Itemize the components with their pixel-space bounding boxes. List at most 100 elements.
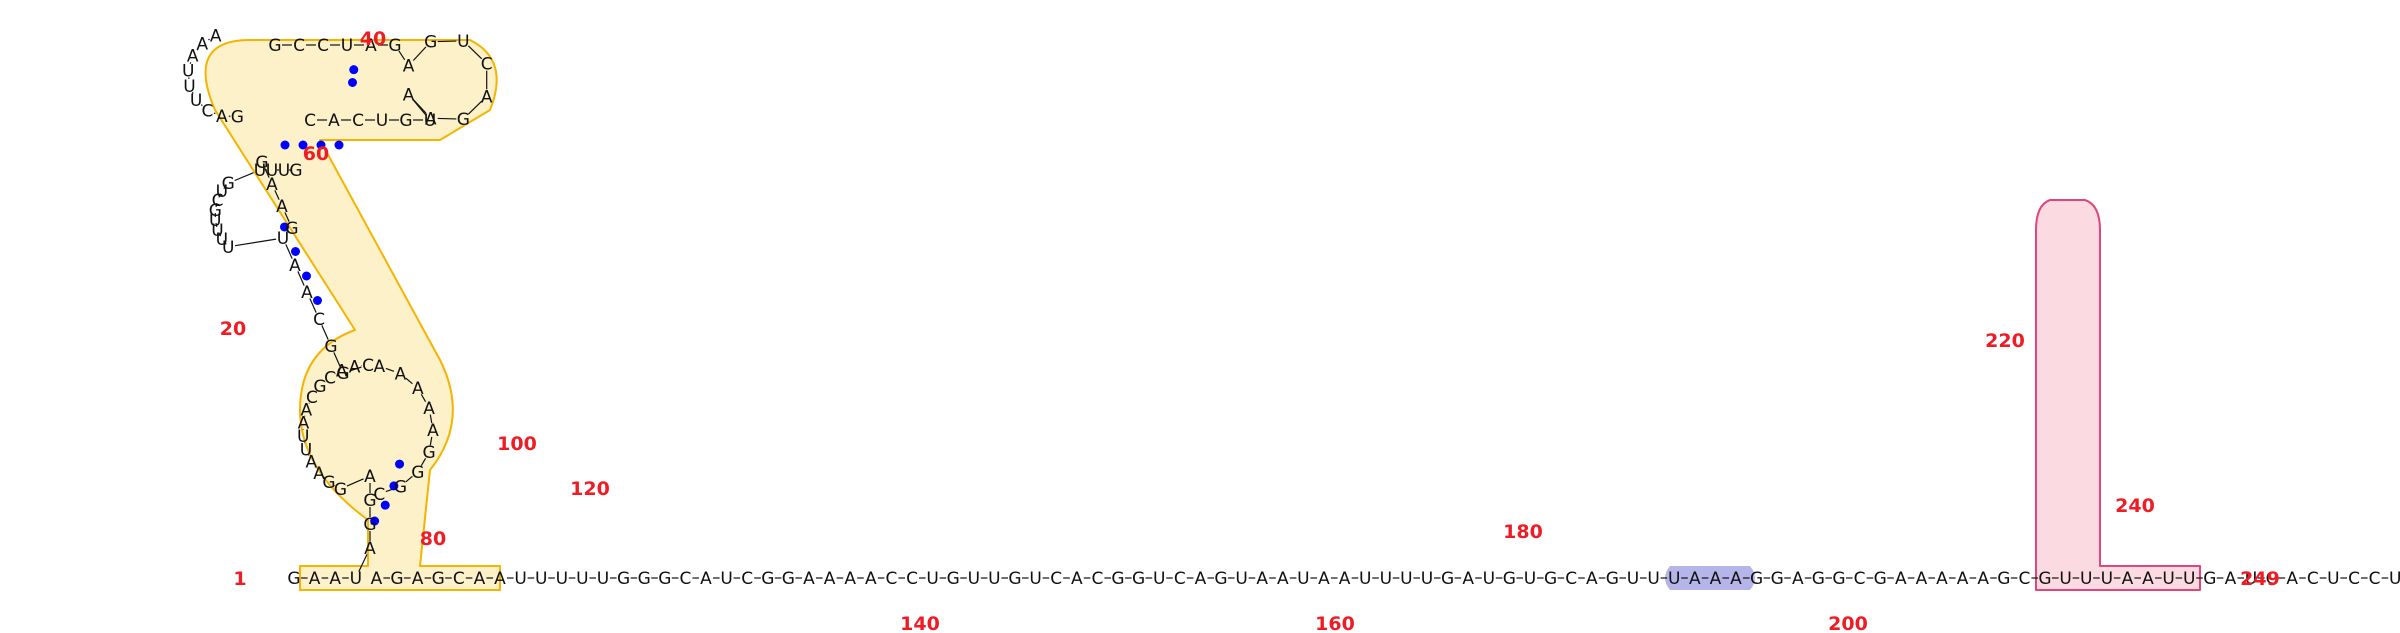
- nucleotide-173: A: [2225, 569, 2237, 589]
- domain-2-highlight: [2035, 199, 2201, 591]
- backbone-link: [429, 436, 433, 446]
- nucleotide-167: U: [2101, 569, 2113, 589]
- nucleotide-181: U: [2389, 569, 2400, 589]
- nucleotide-136: A: [1462, 569, 1474, 589]
- nucleotide-96: G: [638, 569, 651, 589]
- base-pair-dot: [280, 222, 289, 232]
- nucleotide-46: U: [182, 61, 194, 81]
- nucleotide-40: G: [289, 161, 302, 181]
- backbone-link: [309, 298, 317, 313]
- nucleotide-101: C: [741, 569, 753, 589]
- nucleotide-55: G: [388, 36, 401, 56]
- nucleotide-36: G: [222, 174, 235, 194]
- nucleotide-178: U: [2327, 569, 2339, 589]
- nucleotide-126: A: [1256, 569, 1268, 589]
- backbone-link: [191, 91, 194, 94]
- nucleotide-120: G: [1132, 569, 1145, 589]
- nucleotide-28: U: [277, 229, 289, 249]
- nucleotide-60: A: [481, 87, 493, 107]
- nucleotide-165: U: [2059, 569, 2071, 589]
- nucleotide-131: U: [1359, 569, 1371, 589]
- nucleotide-51: C: [293, 36, 305, 56]
- nucleotide-129: A: [1318, 569, 1330, 589]
- backbone-link: [215, 222, 218, 227]
- backbone-link: [398, 50, 406, 61]
- backbone-link: [215, 203, 218, 208]
- nucleotide-151: G: [1771, 569, 1784, 589]
- nucleotide-111: G: [947, 569, 960, 589]
- nucleotide-79: G: [422, 443, 435, 463]
- nucleotide-72: A: [276, 197, 288, 217]
- nucleotide-117: A: [1071, 569, 1083, 589]
- nucleotide-150: G: [1750, 569, 1763, 589]
- nucleotide-116: C: [1050, 569, 1062, 589]
- nucleotide-135: G: [1441, 569, 1454, 589]
- nucleotide-99: A: [700, 569, 712, 589]
- base-pair-dot: [370, 516, 380, 526]
- nucleotide-21: A: [349, 357, 361, 377]
- domain-1-highlight: [204, 39, 501, 591]
- backbone-link: [405, 377, 413, 385]
- nucleotide-83: A: [371, 569, 383, 589]
- nucleotide-30: U: [216, 230, 228, 250]
- nucleotide-37: U: [254, 161, 266, 181]
- nucleotide-164: G: [2038, 569, 2051, 589]
- nucleotide-73: G: [285, 219, 298, 239]
- backbone-link: [385, 367, 395, 372]
- backbone-link: [274, 190, 280, 200]
- nucleotide-90: U: [514, 569, 526, 589]
- base-pair-dot: [291, 247, 300, 256]
- nucleotide-67: C: [352, 111, 364, 131]
- nucleotide-121: U: [1153, 569, 1165, 589]
- backbone-link: [285, 244, 293, 259]
- nucleotide-2: A: [309, 569, 321, 589]
- backbone-link: [412, 99, 426, 116]
- position-label-180: 180: [1503, 521, 1543, 543]
- nucleotide-171: U: [2183, 569, 2195, 589]
- nucleotide-63: A: [403, 85, 415, 105]
- nucleotide-180: C: [2369, 569, 2381, 589]
- nucleotide-133: U: [1400, 569, 1412, 589]
- nucleotide-3: A: [329, 569, 341, 589]
- nucleotide-87: C: [453, 569, 465, 589]
- nucleotide-26: A: [301, 283, 313, 303]
- position-label-60: 60: [303, 143, 329, 165]
- nucleotide-69: C: [304, 111, 316, 131]
- nucleotide-25: C: [313, 310, 325, 330]
- nucleotide-145: U: [1647, 569, 1659, 589]
- base-pair-dot: [389, 481, 399, 491]
- nucleotide-106: A: [844, 569, 856, 589]
- nucleotide-59: C: [481, 55, 493, 75]
- base-pair-dot: [380, 500, 390, 510]
- nucleotide-80: G: [411, 463, 424, 483]
- nucleotide-41: G: [231, 107, 244, 127]
- nucleotide-179: C: [2348, 569, 2360, 589]
- nucleotide-76: A: [412, 379, 424, 399]
- nucleotide-163: C: [2018, 569, 2030, 589]
- nucleotide-4: U: [350, 569, 362, 589]
- nucleotide-140: G: [1544, 569, 1557, 589]
- position-label-249: 249: [2240, 568, 2280, 590]
- nucleotide-115: U: [1029, 569, 1041, 589]
- backbone-link: [223, 240, 227, 245]
- nucleotide-18: G: [313, 377, 326, 397]
- nucleotide-130: A: [1339, 569, 1351, 589]
- nucleotide-16: A: [301, 400, 313, 420]
- position-label-220: 220: [1985, 330, 2025, 352]
- backbone-link: [349, 366, 362, 372]
- nucleotide-11: A: [313, 464, 325, 484]
- nucleotide-38: U: [266, 161, 278, 181]
- nucleotide-137: U: [1483, 569, 1495, 589]
- nucleotide-155: C: [1854, 569, 1866, 589]
- nucleotide-172: G: [2203, 569, 2216, 589]
- highlight-layer: [204, 39, 2201, 591]
- nucleotide-102: G: [761, 569, 774, 589]
- nucleotide-53: U: [341, 36, 353, 56]
- nucleotide-154: G: [1832, 569, 1845, 589]
- nucleotide-45: U: [183, 77, 195, 97]
- nucleotide-139: U: [1524, 569, 1536, 589]
- nucleotide-148: A: [1710, 569, 1722, 589]
- nucleotide-74: A: [373, 357, 385, 377]
- nucleotide-134: U: [1421, 569, 1433, 589]
